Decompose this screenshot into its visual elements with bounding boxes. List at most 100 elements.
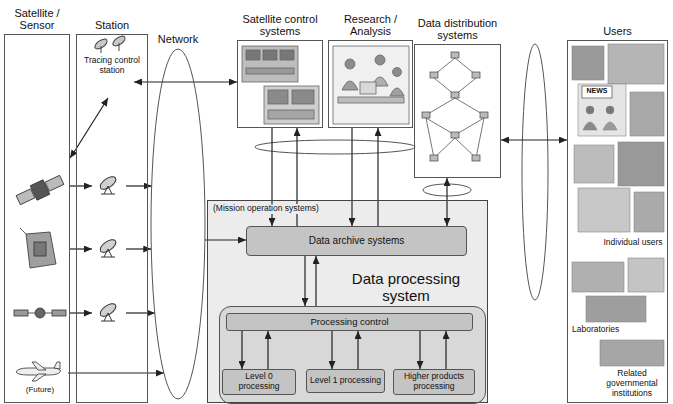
text-label: Laboratories <box>572 325 634 335</box>
airplane-icon <box>16 362 61 381</box>
node-label: Higher products processing <box>397 372 471 392</box>
future-note: (Future) <box>14 385 66 394</box>
airplane-wing <box>32 362 46 370</box>
user-photo <box>572 46 604 80</box>
solar-panel <box>52 310 66 316</box>
node-label: Data archive systems <box>309 235 405 247</box>
box-outline <box>4 34 70 403</box>
antenna-mast <box>119 43 120 51</box>
ellipse-outline <box>150 48 206 400</box>
lab-photo <box>572 262 624 292</box>
box-outline <box>414 44 501 178</box>
connector-arrow <box>419 331 420 369</box>
region-fill <box>207 200 488 403</box>
node-label: Satellite control systems <box>237 13 323 38</box>
node-label: Research / Analysis <box>328 13 413 38</box>
person-body <box>583 122 597 130</box>
title-area: Data distribution systems <box>414 6 501 44</box>
process-box: Data archive systems <box>246 226 467 256</box>
satellite-icon <box>15 173 65 208</box>
network-cloud: Network <box>150 28 206 400</box>
airplane-tail <box>54 362 60 369</box>
connector-arrow <box>70 248 92 249</box>
ellipse-svg <box>150 48 206 400</box>
monitor <box>360 82 376 94</box>
node-label: Processing control <box>310 317 388 328</box>
user-group-label: Individual users <box>602 238 664 248</box>
user-photo <box>578 188 630 232</box>
news-sign: NEWS <box>582 87 612 95</box>
antenna-dish <box>98 237 118 255</box>
connector-arrow <box>501 139 567 140</box>
control-room-photo <box>242 46 319 124</box>
network-ellipse <box>522 44 548 300</box>
users-column: Users <box>567 6 668 403</box>
connector-arrow <box>126 312 155 313</box>
antenna-base <box>101 257 115 258</box>
satellite-icon <box>14 308 66 318</box>
connectors <box>68 82 567 373</box>
connector-arrow <box>331 331 332 369</box>
computer-icon <box>451 52 459 58</box>
box-outline <box>567 40 668 403</box>
user-group-label: Laboratories <box>572 325 634 335</box>
title-area: Research / Analysis <box>328 6 413 40</box>
user-group-label: Related governmental institutions <box>600 369 664 398</box>
antenna-mast <box>101 46 102 53</box>
system-panel: Data distribution systems <box>414 6 501 178</box>
connector-arrow <box>68 372 164 373</box>
person-body <box>390 88 404 96</box>
connector-arrow <box>70 312 92 313</box>
screen <box>292 90 314 104</box>
government-photo <box>600 340 664 366</box>
text-label: (Future) <box>14 385 66 394</box>
person-head <box>345 59 355 69</box>
person-head <box>586 106 594 114</box>
connector-arrow <box>134 81 237 82</box>
user-photo <box>608 44 664 84</box>
screen <box>263 50 277 60</box>
computer-icon <box>480 112 488 118</box>
photo-frame <box>264 86 319 124</box>
text-label: Related governmental institutions <box>600 369 664 398</box>
title-area: Users <box>567 6 668 40</box>
person-head <box>606 106 614 114</box>
node-label: Users <box>603 25 632 38</box>
news-board <box>582 86 612 98</box>
antenna-leg <box>108 249 112 257</box>
title-area: Station <box>76 2 148 34</box>
process-box: Level 1 processing <box>306 369 385 393</box>
computer-icon <box>472 155 480 161</box>
antenna-leg <box>108 186 112 194</box>
lab-photo <box>628 258 664 292</box>
person-head <box>393 68 402 77</box>
computer-icon <box>430 155 438 161</box>
panel-arm <box>45 313 52 314</box>
user-photo <box>618 142 664 186</box>
photo-frame <box>242 46 298 82</box>
connector-arrow <box>241 331 242 369</box>
mission-region: (Mission operation systems) Data archive … <box>207 200 488 403</box>
antenna-dish <box>98 174 118 192</box>
person-head <box>375 55 385 65</box>
box-outline <box>76 34 148 403</box>
users-photos <box>572 44 664 366</box>
console <box>268 110 314 119</box>
title-area: Data processing system <box>331 264 481 306</box>
screen <box>280 50 294 60</box>
network-links <box>426 58 484 158</box>
research-photo <box>333 46 409 124</box>
photo-frame <box>333 46 409 124</box>
region-title: (Mission operation systems) <box>211 203 321 214</box>
screen <box>246 50 260 60</box>
distribution-network-icon <box>422 52 488 161</box>
antenna-leg <box>104 186 108 194</box>
box-outline <box>237 40 323 128</box>
node-label: Level 1 processing <box>310 376 381 386</box>
satellite-antenna <box>20 228 26 234</box>
antenna-leg <box>108 313 112 321</box>
sensor-column: Satellite / Sensor <box>4 2 70 403</box>
text-label: NEWS <box>582 87 612 95</box>
process-box: Processing control <box>226 313 473 331</box>
